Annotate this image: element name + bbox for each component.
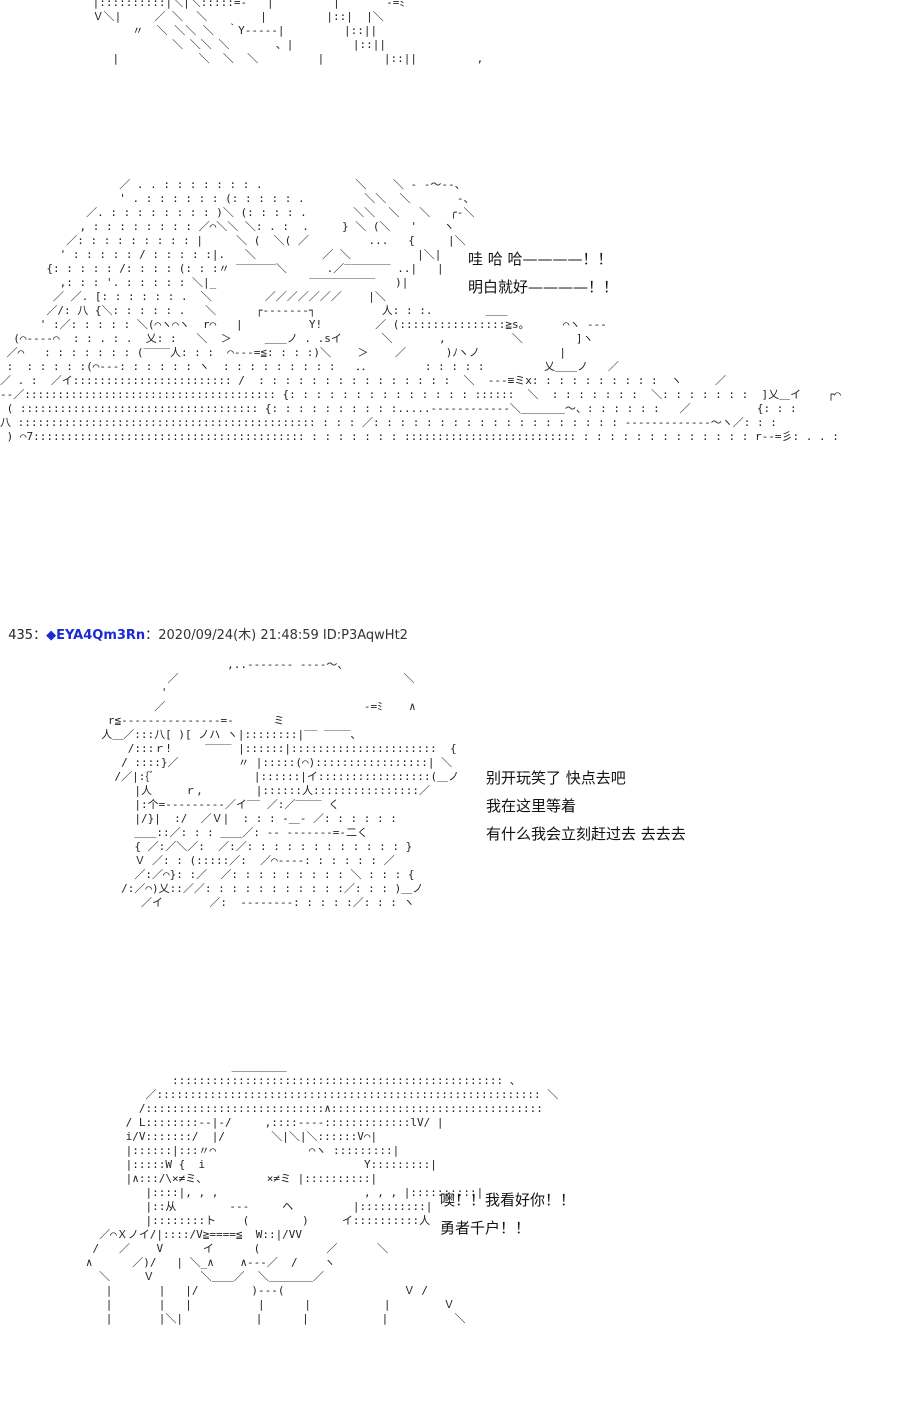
dialogue-line: 有什么我会立刻赶过去 去去去: [486, 825, 686, 843]
dialogue-line: 我在这里等着: [486, 797, 577, 815]
post-number-separator: ：: [33, 628, 47, 643]
dialogue-line: 噢！！我看好你！！: [440, 1191, 576, 1209]
dialogue-line: 明白就好————！！: [468, 278, 619, 296]
post-author-separator: ：: [145, 628, 159, 643]
post-id: ID:P3AqwHt2: [322, 628, 408, 643]
ascii-art-top-fragment: |::::::::::|＼|＼:::::=- ˉ| |ˉˉ ‐=ﾐ Ｖ＼| ／ …: [92, 0, 484, 65]
dialogue-panel-1: 哇 哈 哈————！！ 明白就好————！！: [468, 245, 618, 301]
ascii-art-panel-2: ,..‐‐‐‐‐‐‐ ‐-‐‐～、 ／ ＼ ' ／ ‐=ﾐ ∧ r≦‐‐‐‐‐‐…: [101, 658, 460, 909]
ascii-art-panel-1: ／ . . : : : : : : : . ＼ ＼ ‐ ‐～‐‐、 ' . : …: [0, 178, 841, 443]
dialogue-panel-3: 噢！！我看好你！！ 勇者千户！！: [440, 1186, 575, 1242]
dialogue-line: 别开玩笑了 快点去吧: [486, 769, 626, 787]
post-number[interactable]: 435: [8, 628, 34, 643]
post-author[interactable]: ◆EYA4Qm3Rn: [46, 628, 146, 643]
post-datetime: 2020/09/24(木) 21:48:59: [158, 628, 319, 643]
dialogue-panel-2: 别开玩笑了 快点去吧 我在这里等着 有什么我会立刻赶过去 去去去: [486, 764, 686, 848]
post-header: 435：◆EYA4Qm3Rn：2020/09/24(木) 21:48:59 ID…: [0, 609, 408, 645]
dialogue-line: 哇 哈 哈————！！: [468, 250, 613, 268]
ascii-art-panel-3: ＿＿＿＿＿ ::::::::::::::::::::::::::::::::::…: [85, 1060, 559, 1325]
dialogue-line: 勇者千户！！: [440, 1219, 531, 1237]
